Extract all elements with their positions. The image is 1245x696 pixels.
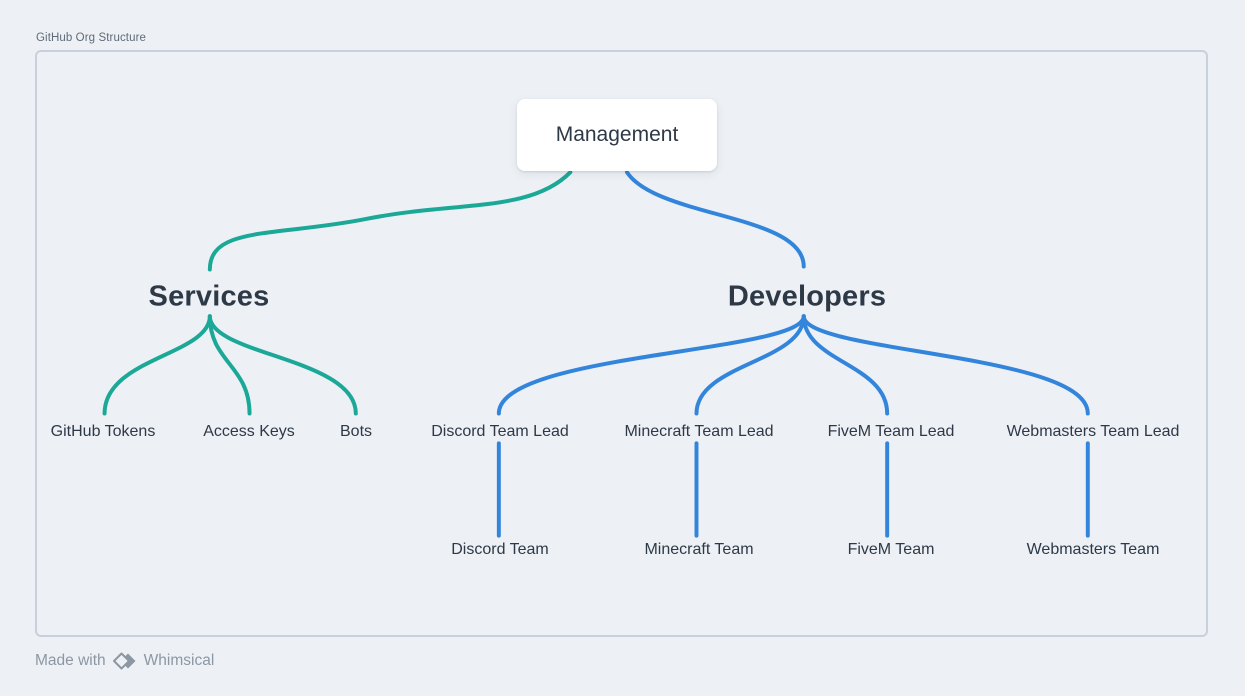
node-developers[interactable]: Developers — [727, 280, 887, 313]
edge-management-services — [207, 170, 573, 272]
node-webmasters-team[interactable]: Webmasters Team — [1026, 541, 1160, 558]
node-access-keys[interactable]: Access Keys — [203, 423, 295, 440]
edge-developers-webmasters-lead — [801, 314, 1090, 416]
edge-services-github-tokens — [102, 314, 212, 416]
node-minecraft-team[interactable]: Minecraft Team — [644, 541, 754, 558]
node-github-tokens[interactable]: GitHub Tokens — [50, 423, 156, 440]
edge-services-access-keys — [207, 314, 252, 416]
node-discord-team-lead[interactable]: Discord Team Lead — [431, 423, 569, 440]
node-bots[interactable]: Bots — [339, 423, 373, 440]
edge-developers-fivem-lead — [801, 314, 890, 416]
edge-management-developers — [624, 170, 806, 269]
edge-services-bots — [207, 314, 358, 416]
whimsical-logo-icon — [112, 651, 137, 671]
node-discord-team[interactable]: Discord Team — [451, 541, 549, 558]
made-with-whimsical-link[interactable]: Made with Whimsical — [35, 651, 214, 671]
made-with-label: Made with — [35, 652, 106, 669]
node-webmasters-team-lead[interactable]: Webmasters Team Lead — [1006, 423, 1180, 440]
diagram-frame[interactable]: Management Services Developers GitHub To… — [35, 50, 1208, 637]
node-management[interactable]: Management — [517, 99, 717, 171]
node-fivem-team[interactable]: FiveM Team — [847, 541, 935, 558]
edge-developers-minecraft-lead — [694, 314, 806, 416]
diagram-title: GitHub Org Structure — [36, 32, 147, 44]
node-services[interactable]: Services — [148, 280, 270, 313]
node-minecraft-team-lead[interactable]: Minecraft Team Lead — [624, 423, 774, 440]
node-fivem-team-lead[interactable]: FiveM Team Lead — [827, 423, 955, 440]
whimsical-brand-label: Whimsical — [143, 652, 215, 669]
edge-developers-discord-lead — [496, 314, 806, 416]
